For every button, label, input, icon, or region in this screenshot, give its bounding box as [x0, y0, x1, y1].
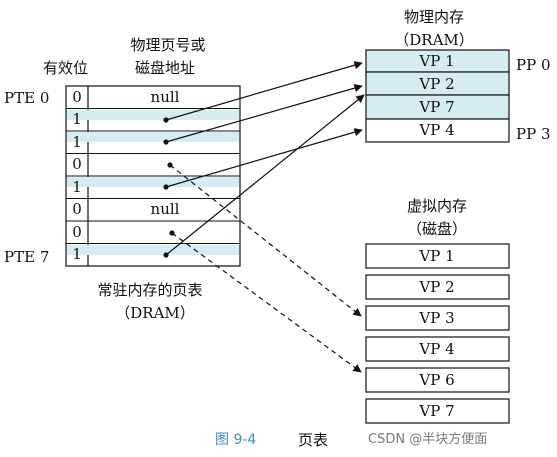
arrow-pte4-to-pp3 — [165, 128, 363, 188]
vm-content-1: VP 1 — [419, 247, 455, 265]
pp2-content: VP 7 — [419, 98, 455, 116]
valid-bit-pte6: 0 — [72, 223, 82, 241]
address-value-pte0: null — [150, 88, 180, 106]
vm-content-4: VP 4 — [419, 340, 455, 358]
shaded-band — [67, 177, 239, 187]
mapping-arrows — [165, 61, 365, 373]
address-column-header-line2: 磁盘地址 — [134, 59, 196, 77]
pp2-cell — [365, 94, 510, 120]
pp1-content: VP 2 — [419, 75, 455, 93]
physical-memory-title-line1: 物理内存 — [403, 8, 465, 26]
arrow-pte1-to-pp0 — [165, 61, 363, 121]
vm-cell-1 — [365, 243, 510, 269]
virtual-memory-title-line1: 虚拟内存 — [406, 197, 468, 215]
valid-bit-pte7: 1 — [72, 245, 82, 263]
figure-title: 页表 — [298, 431, 329, 449]
page-table-caption-line2: （DRAM） — [115, 304, 195, 322]
figure-number: 图 9-4 — [215, 432, 257, 448]
physical-memory — [365, 49, 510, 143]
shaded-band — [67, 245, 239, 255]
arrow-pte2-to-pp1 — [165, 84, 363, 143]
vm-cell-4 — [365, 336, 510, 362]
pte-last-label: PTE 7 — [4, 248, 50, 266]
pp3-cell — [365, 118, 510, 143]
pp-first-label: PP 0 — [516, 56, 551, 74]
valid-bit-pte1: 1 — [72, 110, 82, 128]
page-table — [65, 85, 241, 267]
physical-memory-title-line2: （DRAM） — [394, 31, 474, 49]
csdn-watermark: CSDN @半块方便面 — [368, 432, 488, 447]
valid-column-header: 有效位 — [43, 59, 89, 77]
page-table-row-dividers — [66, 108, 240, 244]
address-value-pte5: null — [150, 200, 180, 218]
vm-content-2: VP 2 — [419, 278, 455, 296]
arrow-pte7-to-pp2 — [165, 94, 365, 256]
arrow-pte3-to-disk-vp3 — [169, 164, 362, 317]
valid-bit-pte5: 0 — [72, 200, 82, 218]
arrow-pte6-to-disk-vp6 — [171, 232, 362, 373]
vm-cell-5 — [365, 367, 510, 393]
pp-last-label: PP 3 — [516, 125, 551, 143]
valid-bit-pte3: 0 — [72, 155, 82, 173]
pp0-content: VP 1 — [419, 52, 455, 70]
shaded-band — [67, 110, 239, 120]
pte-first-label: PTE 0 — [4, 89, 50, 107]
vm-content-3: VP 3 — [419, 309, 455, 327]
vm-content-5: VP 6 — [419, 371, 455, 389]
valid-bit-pte2: 1 — [72, 133, 82, 151]
page-table-caption-line1: 常驻内存的页表 — [97, 281, 203, 299]
virtual-memory — [365, 243, 510, 424]
shaded-band — [67, 132, 239, 142]
valid-bit-pte4: 1 — [72, 178, 82, 196]
virtual-memory-title-line2: （磁盘） — [406, 220, 468, 238]
vm-cell-2 — [365, 274, 510, 300]
vm-cell-6 — [365, 398, 510, 424]
vm-content-6: VP 7 — [419, 402, 455, 420]
vm-cell-3 — [365, 305, 510, 331]
valid-bit-pte0: 0 — [72, 88, 82, 106]
pp3-content: VP 4 — [419, 121, 455, 139]
address-column-header-line1: 物理页号或 — [130, 36, 206, 54]
page-table-shading — [67, 110, 239, 255]
